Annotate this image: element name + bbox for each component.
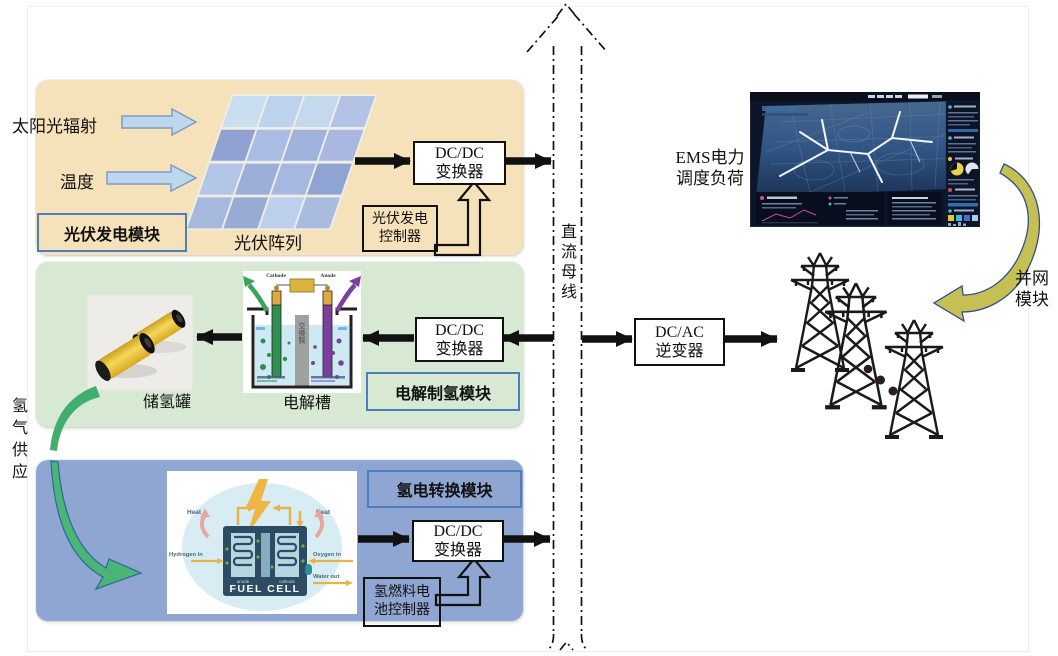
pv-array-image <box>150 85 380 245</box>
hydrogen-in-label: Hydrogen in <box>169 552 203 558</box>
solar-radiation-label: 太阳光辐射 <box>12 117 97 136</box>
fuel-cell-controller-box: 氢燃料电 池控制器 <box>363 577 441 627</box>
water-capsule-icon <box>305 564 312 575</box>
h2-supply-arrow-upper <box>50 386 100 451</box>
anode-label: anode <box>237 579 250 584</box>
h2-supply-label: 氢气供应 <box>9 397 26 485</box>
reaction-dots <box>225 539 305 569</box>
electrolysis-module-label: 电解制氢模块 <box>366 372 520 411</box>
dcac-inverter-box: DC/AC 逆变器 <box>634 318 725 366</box>
pv-cells <box>187 96 375 229</box>
ellipsis-dots <box>863 364 898 396</box>
lightning-bolt-icon <box>245 479 271 535</box>
solar-input-arrow <box>121 107 198 137</box>
dcdc-converter-top: DC/DC 变换器 <box>413 141 506 185</box>
ems-dashboard-image <box>750 92 980 227</box>
dc-bus-label: 直流母线 <box>558 223 575 303</box>
power-flow-arrows <box>196 153 778 547</box>
cathode-label: Cathode <box>266 273 286 279</box>
ems-load-label: EMS电力 调度负荷 <box>675 148 745 188</box>
fc-controller-arrow <box>434 557 492 607</box>
anode-label: Anode <box>320 273 336 279</box>
membrane-label: 交换膜 <box>298 322 306 345</box>
dcdc-converter-mid: DC/DC 变换器 <box>415 317 504 362</box>
fuel-cell-image: Heat Heat anode cathode FUEL CELL Hydrog… <box>167 471 357 614</box>
oxygen-in-label: Oxygen in <box>313 552 341 558</box>
pv-controller-box: 光伏发电 控制器 <box>362 205 438 252</box>
water-out-label: Water out <box>313 574 340 580</box>
hydrogen-tank-image <box>87 295 193 390</box>
pv-array-label: 光伏阵列 <box>234 233 302 253</box>
dashboard-sidebar <box>948 105 979 226</box>
energy-arrows <box>236 506 302 525</box>
figure-frame <box>27 6 1029 652</box>
electrolyzer-label: 电解槽 <box>282 395 331 412</box>
grid-module-label: 并网 模块 <box>1015 269 1049 309</box>
transmission-towers <box>789 251 945 439</box>
temperature-input-arrow <box>106 163 198 193</box>
dc-bus <box>526 2 608 651</box>
pv-module-label: 光伏发电模块 <box>37 213 187 252</box>
grid-connection-arrow <box>932 163 1041 323</box>
heat-right-label: Heat <box>316 509 331 516</box>
dcdc-converter-bottom: DC/DC 变换器 <box>412 520 504 562</box>
pv-controller-arrow <box>433 180 492 257</box>
temperature-label: 温度 <box>60 173 94 192</box>
electrolyzer-image: 交换膜 Cathode Anode <box>243 271 361 393</box>
h2-supply-arrow-lower <box>50 460 143 591</box>
fuel-cell-title: FUEL CELL <box>229 583 300 595</box>
h2-conversion-module-label: 氢电转换模块 <box>367 470 522 508</box>
heat-left-label: Heat <box>187 509 202 516</box>
cathode-label: cathode <box>279 579 296 584</box>
hydrogen-tank-label: 储氢罐 <box>142 394 191 411</box>
